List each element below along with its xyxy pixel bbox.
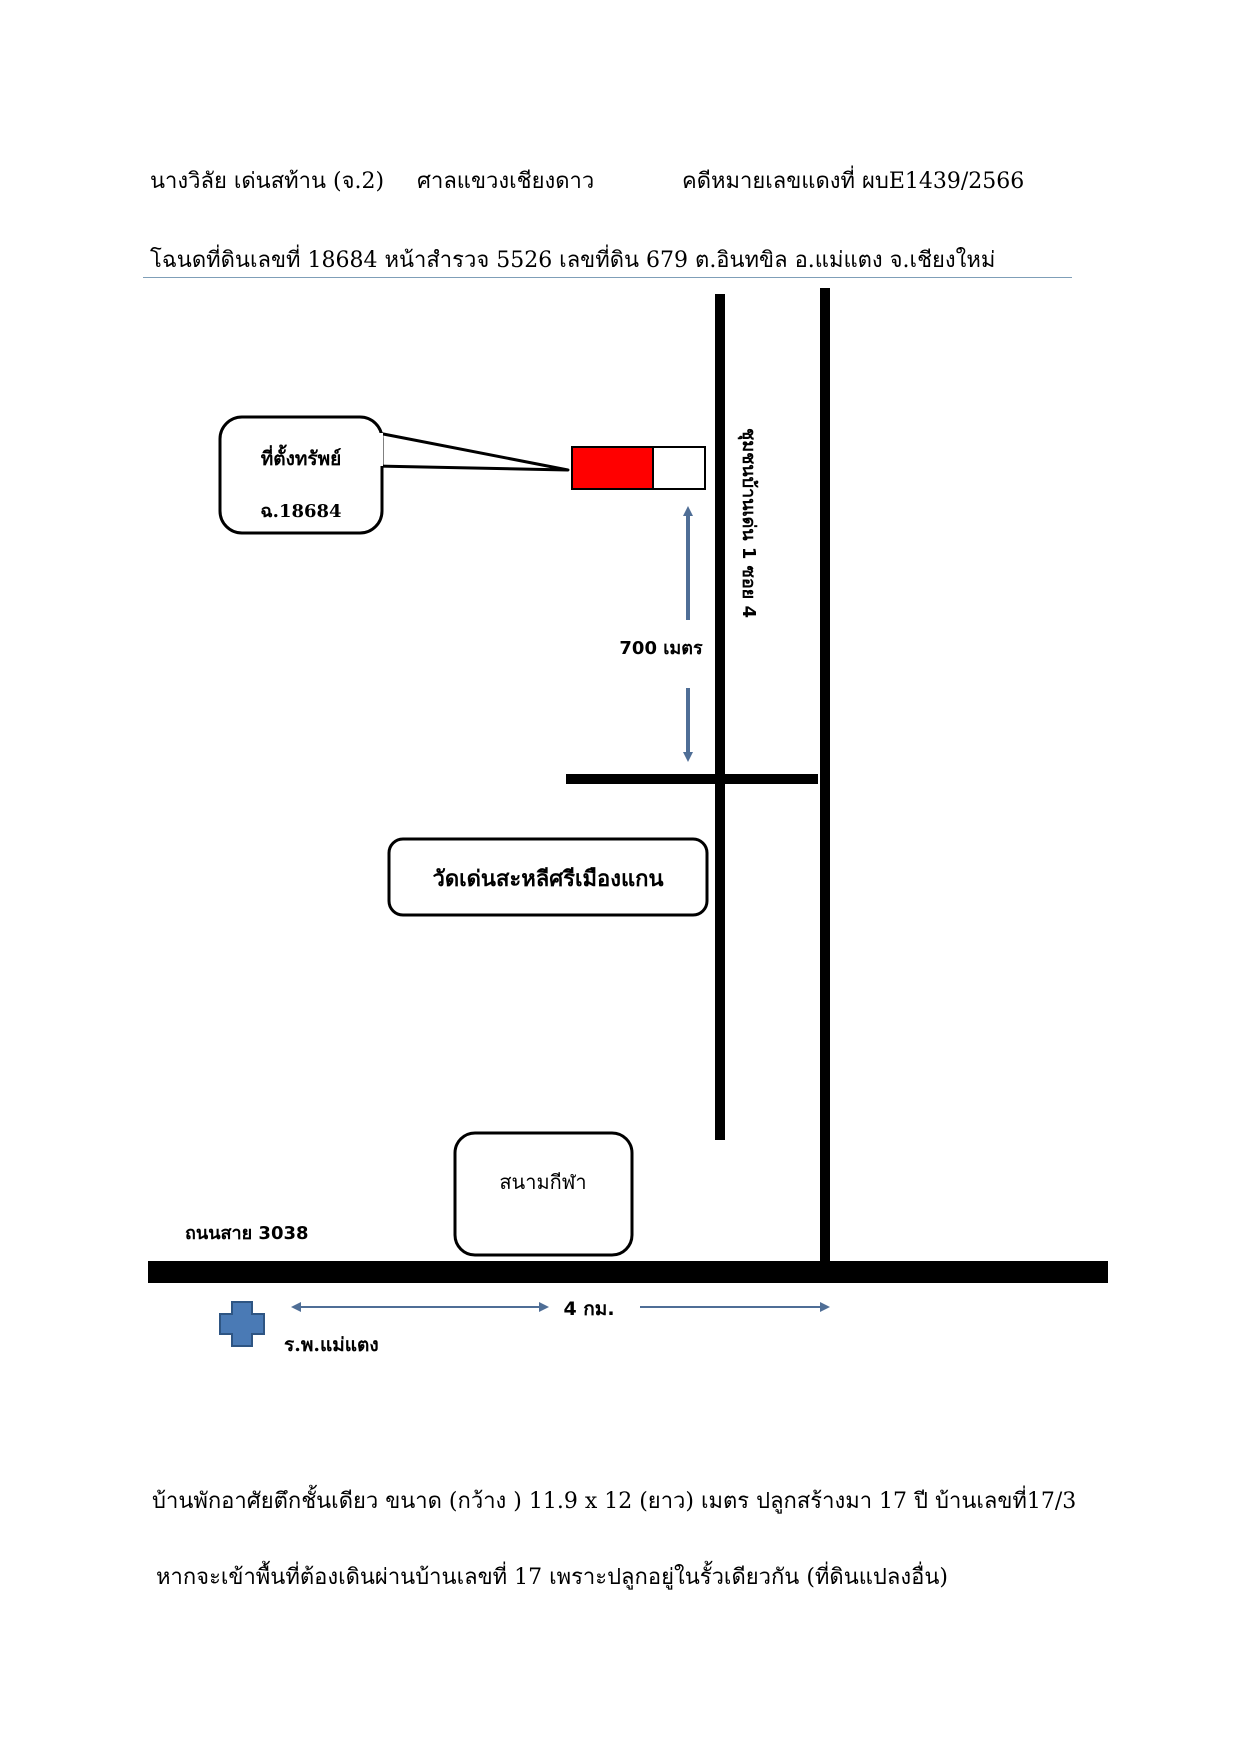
callout-deed: ฉ.18684 <box>260 501 341 522</box>
callout-pointer <box>377 431 570 472</box>
header-divider <box>143 277 1072 278</box>
defendant-name: นางวิลัย เด่นสท้าน (จ.2) <box>150 169 385 194</box>
property-callout <box>218 415 384 535</box>
lane-label: ชุมชนบ้านเด่น 1 ซอย 4 <box>737 428 759 618</box>
stadium-box <box>453 1131 634 1257</box>
deed-info: โฉนดที่ดินเลขที่ 18684 หน้าสำรวจ 5526 เล… <box>150 248 996 273</box>
neighbour-plot <box>652 446 706 490</box>
court-name: ศาลแขวงเชียงดาว <box>417 169 595 194</box>
distance-4km-label: 4 กม. <box>563 1298 614 1320</box>
hospital-cross-icon <box>219 1301 265 1347</box>
temple-label: วัดเด่นสะหลีศรีเมืองแกน <box>432 867 663 892</box>
callout-title: ที่ตั้งทรัพย์ <box>261 444 342 470</box>
distance-700-label: 700 เมตร <box>619 638 703 659</box>
highway-label: ถนนสาย 3038 <box>185 1223 309 1244</box>
footer-line-1: บ้านพักอาศัยตึกชั้นเดียว ขนาด (กว้าง ) 1… <box>152 1489 1077 1514</box>
temple-box <box>387 837 709 917</box>
stadium-label: สนามกีฬา <box>499 1170 586 1194</box>
footer-line-2: หากจะเข้าพื้นที่ต้องเดินผ่านบ้านเลขที่ 1… <box>156 1565 948 1590</box>
hospital-label: ร.พ.แม่แตง <box>284 1334 379 1356</box>
property-plot <box>571 446 654 490</box>
case-number: คดีหมายเลขแดงที่ ผบE1439/2566 <box>682 169 1025 194</box>
